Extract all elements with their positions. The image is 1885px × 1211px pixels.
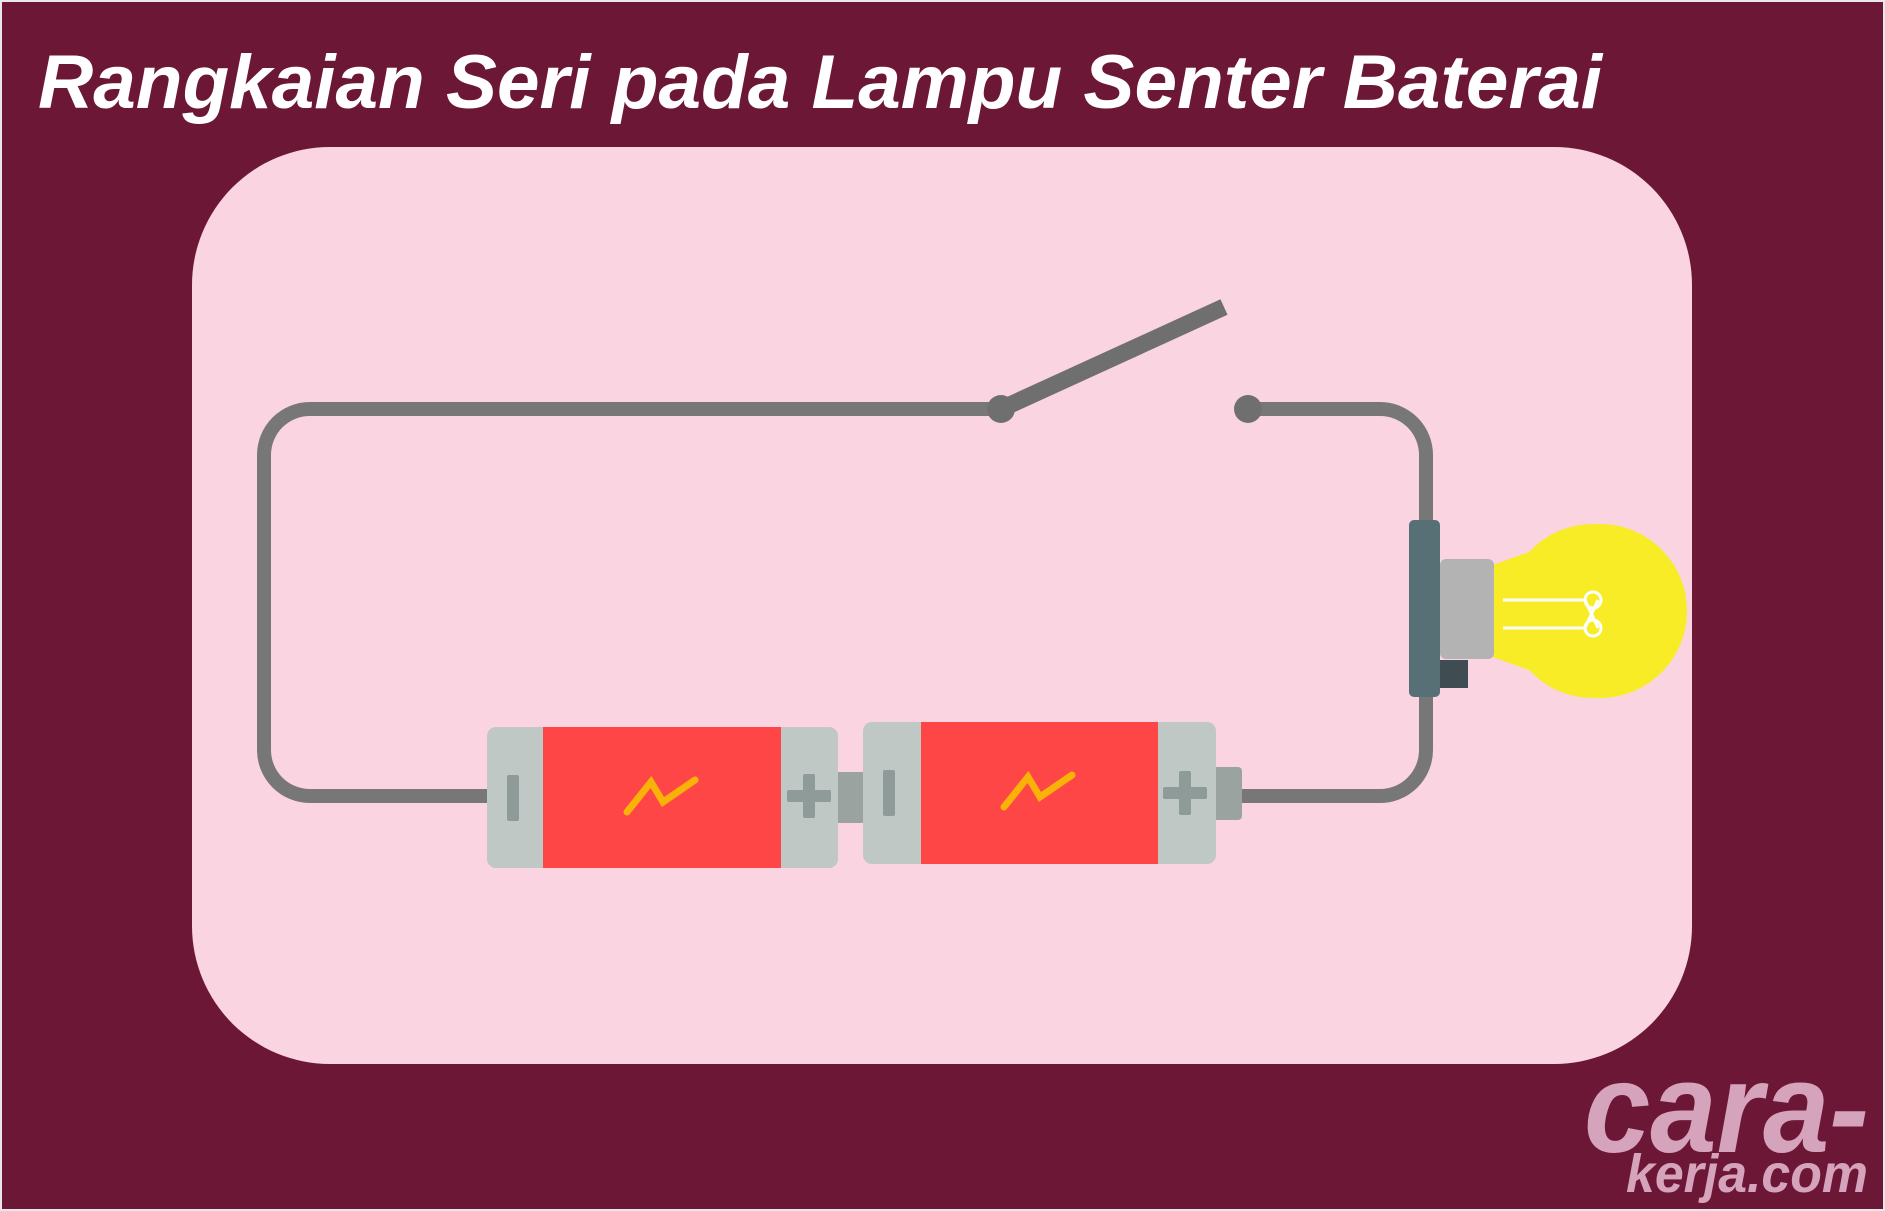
switch-contact [1234,395,1262,423]
battery-2-plus-icon [1163,771,1207,815]
wire-right-bottom [1232,690,1433,803]
wire-left [257,402,1001,803]
lamp-filament [1503,590,1603,638]
battery-1 [487,727,866,868]
switch-pivot [987,395,1015,423]
battery-1-lightning-icon [623,775,699,816]
bulb-icon [1409,520,1687,698]
lamp-base [1440,559,1494,659]
switch [987,299,1262,423]
battery-2-minus-icon [883,770,895,816]
page-title: Rangkaian Seri pada Lampu Senter Baterai [38,40,1604,125]
battery-1-plus-icon [787,774,831,818]
watermark-line-2: kerja.com [1626,1144,1868,1204]
battery-2-terminal-nub [1208,767,1242,820]
lamp-contact [1440,660,1468,688]
battery-2-lightning-icon [1000,770,1076,811]
watermark-logo: cara- kerja.com [1584,1037,1869,1204]
battery-1-terminal-nub [830,772,866,823]
battery-1-minus-icon [507,775,519,821]
wire-right-top [1248,402,1433,530]
battery-1-negative-cap [487,727,557,868]
watermark-line-1: cara- [1584,1037,1869,1180]
battery-2 [863,722,1242,864]
lamp-socket [1409,520,1440,697]
switch-lever [997,299,1228,417]
battery-2-negative-cap [863,722,933,864]
